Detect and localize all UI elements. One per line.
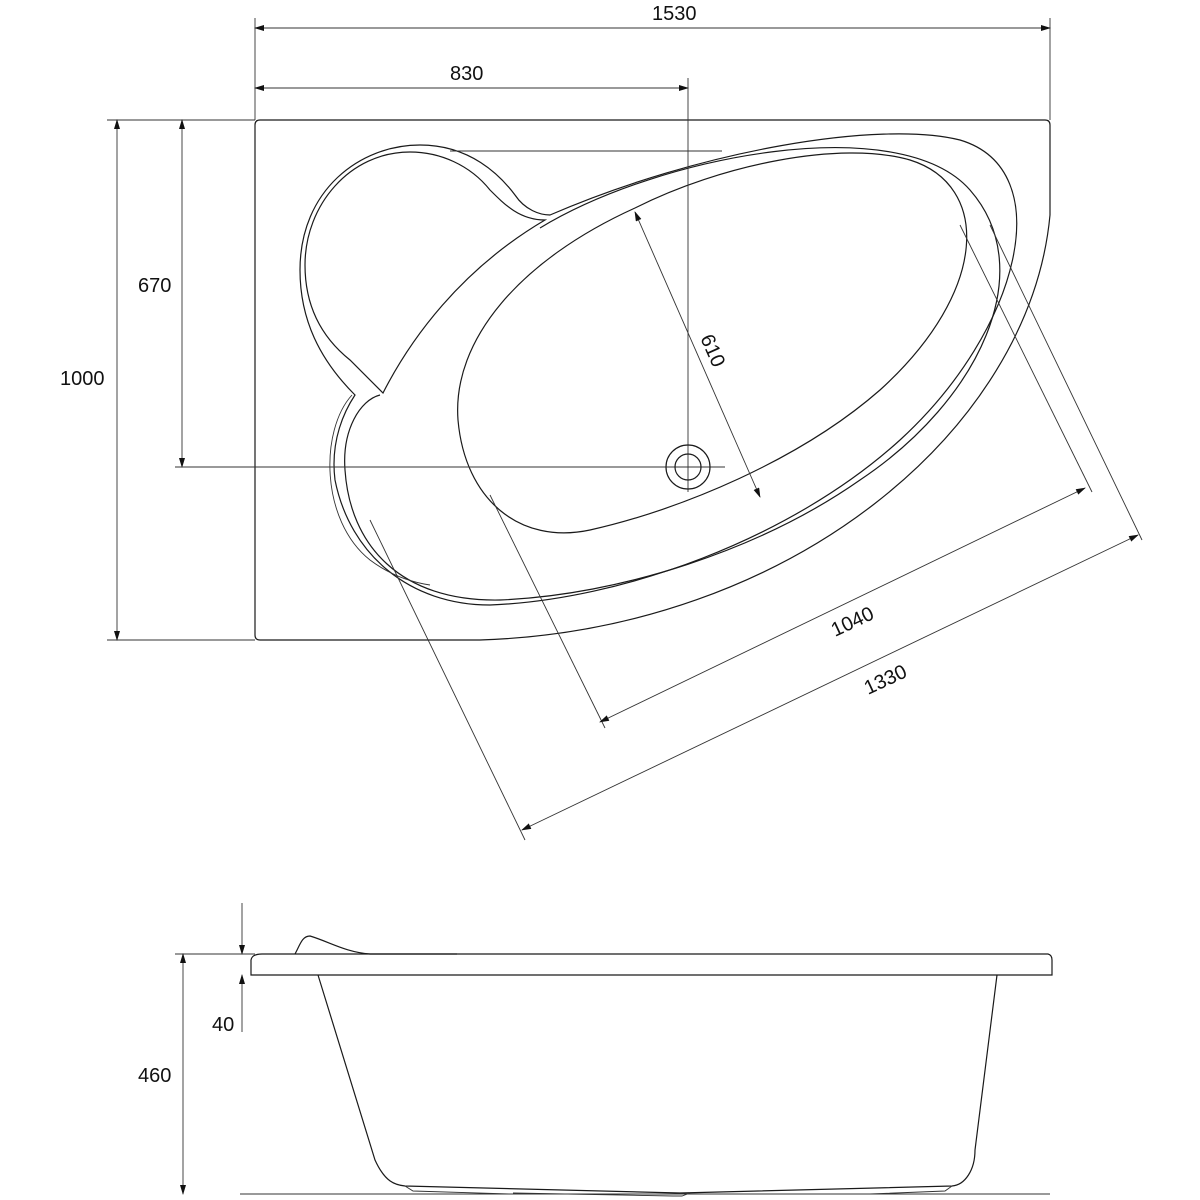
dimension-line-bowl-width	[634, 211, 761, 498]
dimension-label-depth: 1000	[60, 368, 105, 390]
side-view: 40 460	[138, 903, 1053, 1197]
rim-profile	[250, 953, 1053, 976]
dimension-label-height: 460	[138, 1065, 171, 1087]
dimension-line-bowl-length	[599, 487, 1086, 723]
extension-line	[369, 519, 526, 841]
bowl-contour	[457, 152, 968, 534]
headrest-profile	[294, 935, 457, 955]
dimension-line-diagonal	[521, 534, 1139, 831]
tub-body-profile	[317, 974, 998, 1194]
dimension-label-drain-y: 670	[138, 275, 171, 297]
seat-contour	[304, 151, 548, 395]
outer-skirt-contour	[329, 394, 431, 586]
dimension-label-bowl-width: 610	[695, 331, 729, 370]
extension-line	[989, 224, 1143, 541]
rim-inner-contour	[344, 147, 1001, 601]
dimension-label-rim: 40	[212, 1014, 234, 1036]
plan-view: 1530 830 1000 670 610 1040 1330	[60, 3, 1143, 841]
dimension-label-drain-x: 830	[450, 63, 483, 85]
rim-outer-contour	[299, 133, 1018, 606]
extension-line	[959, 224, 1093, 493]
dimension-label-diagonal: 1330	[861, 661, 911, 700]
dimension-label-width: 1530	[652, 3, 697, 25]
tub-feet	[404, 1185, 953, 1197]
